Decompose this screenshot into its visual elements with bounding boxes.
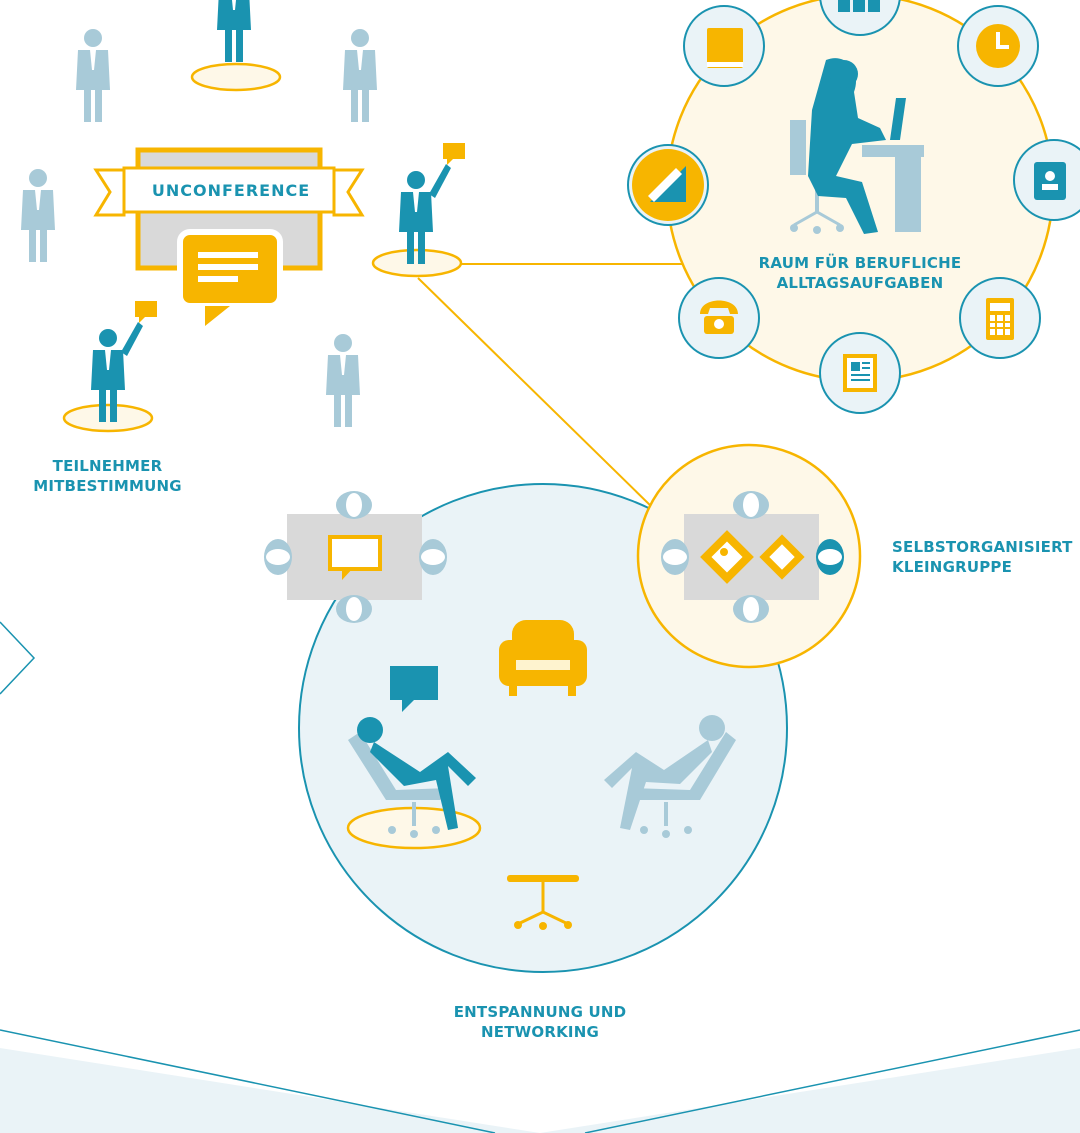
bottom-band: [0, 621, 1080, 1133]
work-space-label-line1: RAUM FÜR BERUFLICHE: [758, 254, 962, 272]
calculator-icon: [959, 277, 1041, 359]
woman-at-desk: [790, 58, 924, 234]
office-supplies-icon: [819, 0, 901, 36]
side-table-icon: [507, 875, 579, 930]
small-group-circle: [636, 443, 862, 669]
connector-lines: [417, 263, 690, 511]
unconference-banner-label: UNCONFERENCE: [151, 181, 311, 200]
contacts-icon: [1013, 139, 1080, 221]
clock-icon: [957, 5, 1039, 87]
reclining-person-light: [604, 715, 736, 838]
networking-label: ENTSPANNUNG UND NETWORKING: [420, 1002, 660, 1042]
small-group-label-line2: KLEINGRUPPE: [892, 558, 1013, 576]
participants-label: TEILNEHMER MITBESTIMMUNG: [10, 456, 205, 496]
work-space-label-line2: ALLTAGSAUFGABEN: [776, 274, 944, 292]
reclining-person-teal: [346, 666, 482, 850]
unconference-board: [93, 147, 365, 326]
phone-icon: [678, 277, 760, 359]
drafting-tools-icon: [627, 144, 709, 226]
armchair-icon: [499, 620, 587, 696]
book-icon: [683, 5, 765, 87]
meeting-table-left: [264, 491, 447, 623]
participants: [21, 0, 465, 433]
small-group-label: SELBSTORGANISIERT KLEINGRUPPE: [892, 537, 1080, 577]
participants-label-line2: MITBESTIMMUNG: [33, 477, 182, 495]
networking-label-line1: ENTSPANNUNG UND: [453, 1003, 627, 1021]
small-group-label-line1: SELBSTORGANISIERT: [892, 538, 1073, 556]
networking-label-line2: NETWORKING: [481, 1023, 599, 1041]
participants-label-line1: TEILNEHMER: [52, 457, 163, 475]
work-space-label: RAUM FÜR BERUFLICHE ALLTAGSAUFGABEN: [730, 253, 990, 293]
orbit-icons: [627, 0, 1080, 414]
work-space-circle: [627, 0, 1080, 414]
document-icon: [819, 332, 901, 414]
